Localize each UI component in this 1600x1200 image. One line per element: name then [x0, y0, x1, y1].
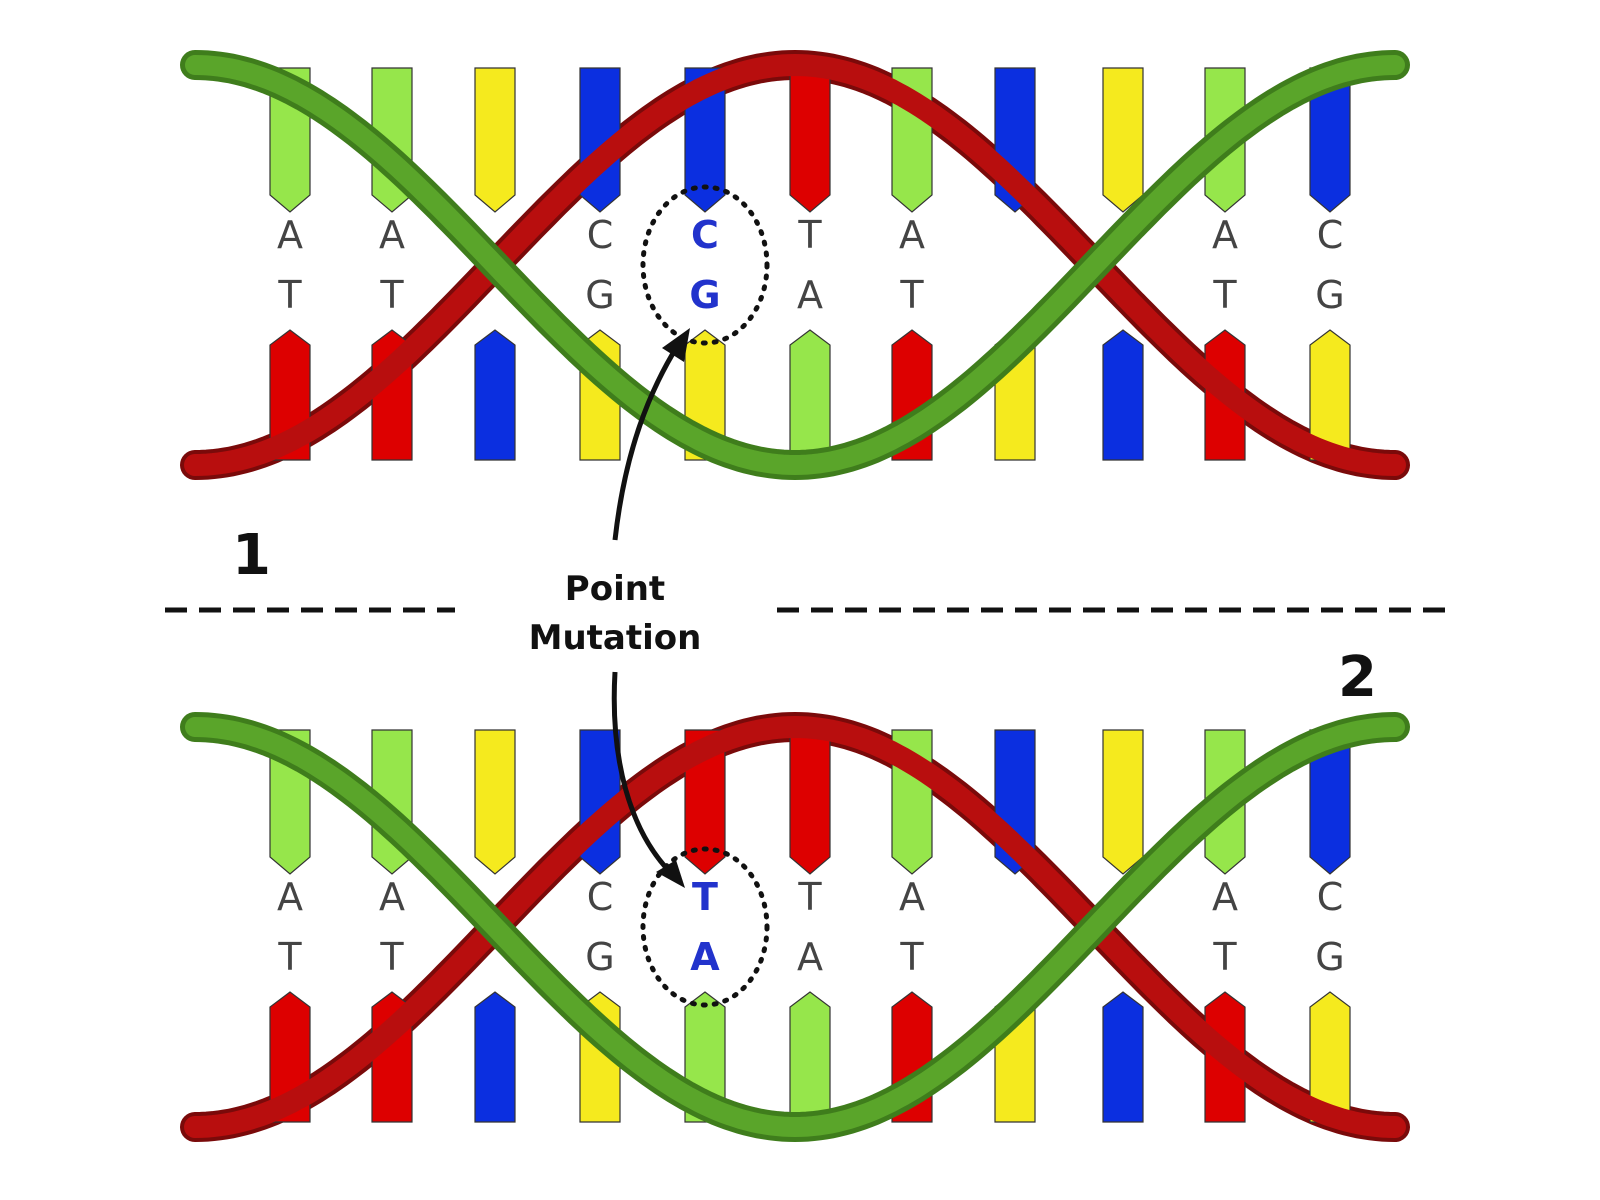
base-letter-bottom: T — [1212, 935, 1237, 979]
base-top-G — [474, 67, 516, 213]
base-letter-top: A — [1212, 875, 1238, 919]
backbone-green — [185, 717, 1405, 1138]
base-letter-bottom: G — [689, 273, 720, 317]
panel-label-2: 2 — [1338, 645, 1377, 710]
base-top-G — [1102, 67, 1144, 213]
point-mutation-label: Point Mutation — [465, 565, 765, 664]
callout-arrow-up — [612, 343, 681, 541]
callout-line-1: Point — [564, 569, 666, 609]
callout-arrowhead-up — [662, 328, 690, 362]
base-bottom-A — [789, 991, 831, 1123]
base-letter-bottom: A — [690, 935, 720, 979]
base-letter-top: C — [587, 875, 614, 919]
callout-line-2: Mutation — [528, 618, 702, 659]
base-letter-bottom: G — [1315, 935, 1344, 979]
backbone-red — [184, 53, 1406, 476]
callout-arrowhead-down — [656, 860, 685, 888]
base-letter-top: A — [899, 213, 925, 257]
base-bottom-C — [1102, 991, 1144, 1123]
base-letter-top: C — [1317, 213, 1344, 257]
base-top-T — [789, 729, 831, 875]
base-letter-bottom: T — [277, 935, 302, 979]
base-letter-top: A — [277, 213, 303, 257]
base-letter-top: T — [692, 875, 718, 919]
backbone-green — [185, 55, 1405, 476]
base-letter-top: A — [1212, 213, 1238, 257]
base-letter-top: C — [587, 213, 614, 257]
base-letter-top: C — [691, 213, 719, 257]
base-letter-top: A — [277, 875, 303, 919]
base-letter-bottom: G — [1315, 273, 1344, 317]
callout-backdrop — [455, 560, 775, 665]
base-letter-bottom: T — [379, 935, 404, 979]
base-letter-bottom: G — [585, 273, 614, 317]
base-top-G — [474, 729, 516, 875]
base-letter-top: T — [797, 875, 822, 919]
base-bottom-C — [474, 991, 516, 1123]
base-letter-bottom: T — [379, 273, 404, 317]
base-letter-bottom: A — [797, 935, 823, 979]
callout-arrow-down — [611, 671, 672, 874]
base-bottom-C — [1102, 329, 1144, 461]
mutation-highlight-ring — [640, 184, 770, 346]
base-bottom-C — [474, 329, 516, 461]
base-letter-top: A — [379, 213, 405, 257]
base-top-G — [1102, 729, 1144, 875]
base-letter-bottom: G — [585, 935, 614, 979]
panel-label-1: 1 — [232, 523, 271, 588]
backbone-red — [184, 715, 1406, 1138]
base-top-T — [789, 67, 831, 213]
base-letter-bottom: T — [277, 273, 302, 317]
base-letter-bottom: T — [899, 935, 924, 979]
base-letter-bottom: T — [899, 273, 924, 317]
base-letter-top: T — [797, 213, 822, 257]
base-letter-bottom: T — [1212, 273, 1237, 317]
mutation-highlight-ring — [640, 846, 770, 1008]
base-letter-top: C — [1317, 875, 1344, 919]
base-letter-bottom: A — [797, 273, 823, 317]
base-bottom-A — [789, 329, 831, 461]
base-letter-top: A — [899, 875, 925, 919]
base-letter-top: A — [379, 875, 405, 919]
